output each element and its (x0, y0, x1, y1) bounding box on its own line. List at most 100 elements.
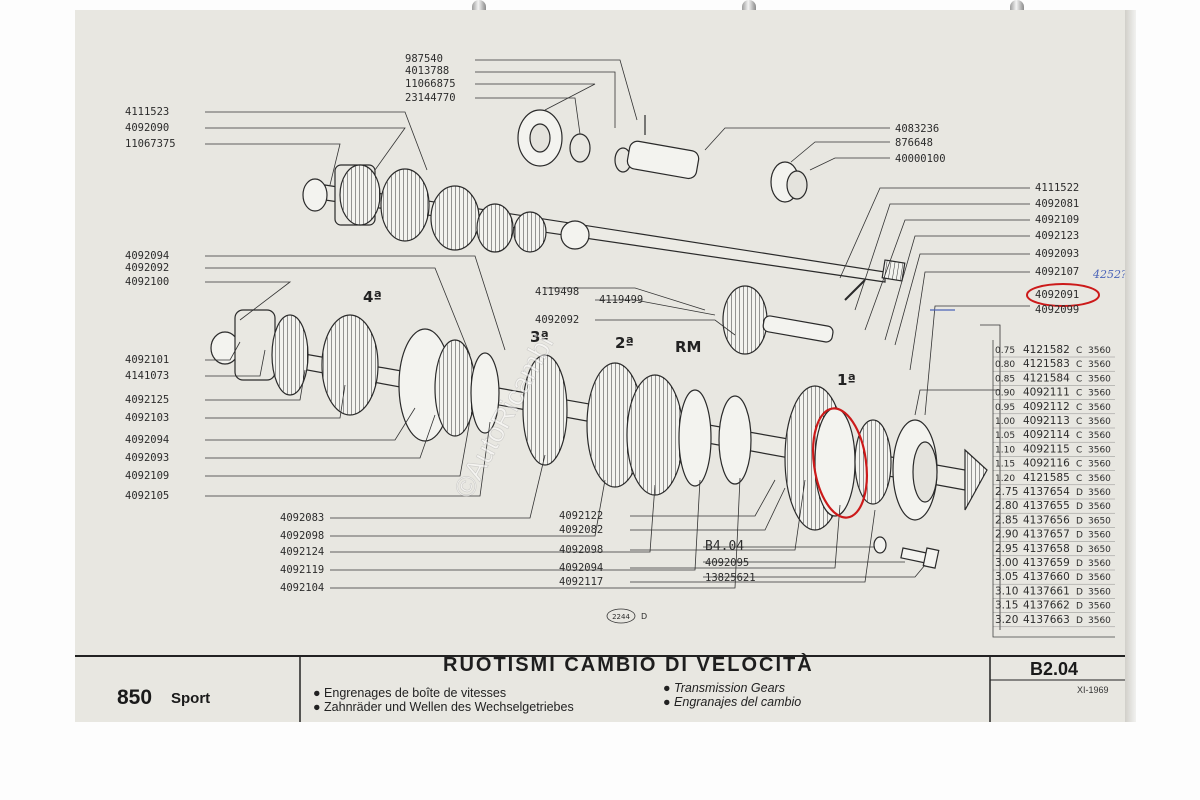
page-title: RUOTISMI CAMBIO DI VELOCITÀ (443, 653, 814, 676)
shim-class: D (1076, 502, 1083, 512)
page-code: B2.04 (1030, 659, 1078, 679)
subtitle-french: ● Engrenages de boîte de vitesses (313, 686, 506, 700)
shim-part-number: 4092116 (1023, 458, 1070, 470)
part-number: 4111522 (1035, 182, 1079, 194)
shim-class: D (1076, 573, 1083, 583)
shim-group: 3560 (1088, 488, 1111, 498)
callouts-left-low: 4092101 4141073 4092125 4092103 4092094 … (125, 354, 169, 502)
shim-table-row: 2.90 4137657 D 3560 (993, 529, 1115, 542)
shim-class: D (1076, 531, 1083, 541)
part-number: 4092124 (280, 546, 324, 558)
shim-size: 1.05 (995, 431, 1015, 441)
shim-group: 3650 (1088, 545, 1111, 555)
shim-table-row: 1.05 4092114 C 3560 (993, 429, 1115, 443)
bolt-and-washer (873, 536, 940, 569)
part-number: 4092098 (559, 544, 603, 556)
shim-part-number: 4137654 (1023, 486, 1070, 498)
callouts-bottom-mid: 4092122 4092082 4092098 4092094 4092117 (559, 510, 603, 588)
shim-group: 3560 (1088, 431, 1111, 441)
shim-part-number: 4137662 (1023, 600, 1070, 612)
part-number: 4092094 (559, 562, 603, 574)
callouts-right: 4111522 4092081 4092109 4092123 4092093 … (1035, 182, 1079, 316)
shim-class: C (1076, 389, 1082, 399)
shim-class: C (1076, 431, 1082, 441)
shim-group: 3560 (1088, 445, 1111, 455)
shim-group: 3560 (1088, 360, 1111, 370)
shim-class: C (1076, 403, 1082, 413)
callouts-bottom-left: 4092083 4092098 4092124 4092119 4092104 (280, 512, 324, 594)
subtitle-spanish: ● Engranajes del cambio (663, 695, 801, 709)
drawing-reference: 2244 D (606, 608, 647, 624)
reverse-idler-gear (722, 279, 866, 355)
page-edge (1122, 10, 1136, 722)
part-number: 4013788 (405, 65, 449, 77)
shim-group: 3560 (1088, 374, 1111, 384)
shim-part-number: 4121583 (1023, 358, 1070, 370)
shim-group: 3560 (1088, 502, 1111, 512)
part-number: B4.04 (705, 539, 744, 554)
svg-text:D: D (641, 612, 647, 621)
callouts-upper-right: 4083236 876648 40000100 (895, 123, 946, 165)
shim-group: 3560 (1088, 403, 1111, 413)
shim-size: 2.95 (995, 543, 1018, 555)
shim-group: 3560 (1088, 474, 1111, 484)
highlight-circle-gear (812, 407, 868, 519)
part-number: 4092122 (559, 510, 603, 522)
part-number: 876648 (895, 137, 933, 149)
shim-class: C (1076, 474, 1082, 484)
part-number: 4092092 (535, 314, 579, 326)
shim-size: 2.90 (995, 529, 1018, 541)
footer-frame (75, 655, 1125, 722)
shim-class: D (1076, 545, 1083, 555)
shim-size: 0.80 (995, 360, 1015, 370)
part-number: 4092104 (280, 582, 324, 594)
part-number: 4092095 (705, 557, 749, 569)
part-number: 4141073 (125, 370, 169, 382)
secondary-shaft-assembly (210, 309, 988, 531)
callouts-left-mid: 4092094 4092092 4092100 (125, 250, 169, 288)
part-number: 4092099 (1035, 304, 1079, 316)
part-number: 4092098 (280, 530, 324, 542)
leader-lines (205, 59, 1030, 630)
part-number: 4092105 (125, 490, 169, 502)
shim-part-number: 4137661 (1023, 585, 1070, 597)
shim-group: 3650 (1088, 516, 1111, 526)
shim-part-number: 4121584 (1023, 372, 1070, 384)
shim-class: D (1076, 488, 1083, 498)
shim-part-number: 4092112 (1023, 401, 1070, 413)
shim-class: C (1076, 460, 1082, 470)
shim-part-number: 4137658 (1023, 543, 1070, 555)
part-number: 13825621 (705, 572, 756, 584)
part-number: 4119499 (599, 294, 643, 306)
shim-group: 3560 (1088, 460, 1111, 470)
part-number: 40000100 (895, 153, 946, 165)
shim-class: D (1076, 602, 1083, 612)
shim-class: D (1076, 616, 1083, 626)
shim-part-number: 4137657 (1023, 529, 1070, 541)
shim-part-number: 4121585 (1023, 472, 1070, 484)
catalog-page: 4111523 4092090 11067375 987540 4013788 … (75, 10, 1125, 722)
shim-part-number: 4092114 (1023, 429, 1070, 441)
part-number: 4092109 (1035, 214, 1079, 226)
shim-class: D (1076, 516, 1083, 526)
part-number: 4092081 (1035, 198, 1079, 210)
handwritten-note: 4252? (1092, 268, 1125, 281)
shim-size: 0.75 (995, 346, 1015, 356)
gear-label-second: 2ª (615, 334, 634, 352)
shim-part-number: 4137656 (1023, 514, 1070, 526)
callouts-top: 987540 4013788 11066875 23144770 (405, 53, 456, 104)
model-number: 850 (117, 686, 152, 709)
shim-size: 0.90 (995, 389, 1015, 399)
shim-group: 3560 (1088, 531, 1111, 541)
shim-size: 1.10 (995, 445, 1015, 455)
part-number: 4092107 (1035, 266, 1079, 278)
part-number: 4083236 (895, 123, 939, 135)
